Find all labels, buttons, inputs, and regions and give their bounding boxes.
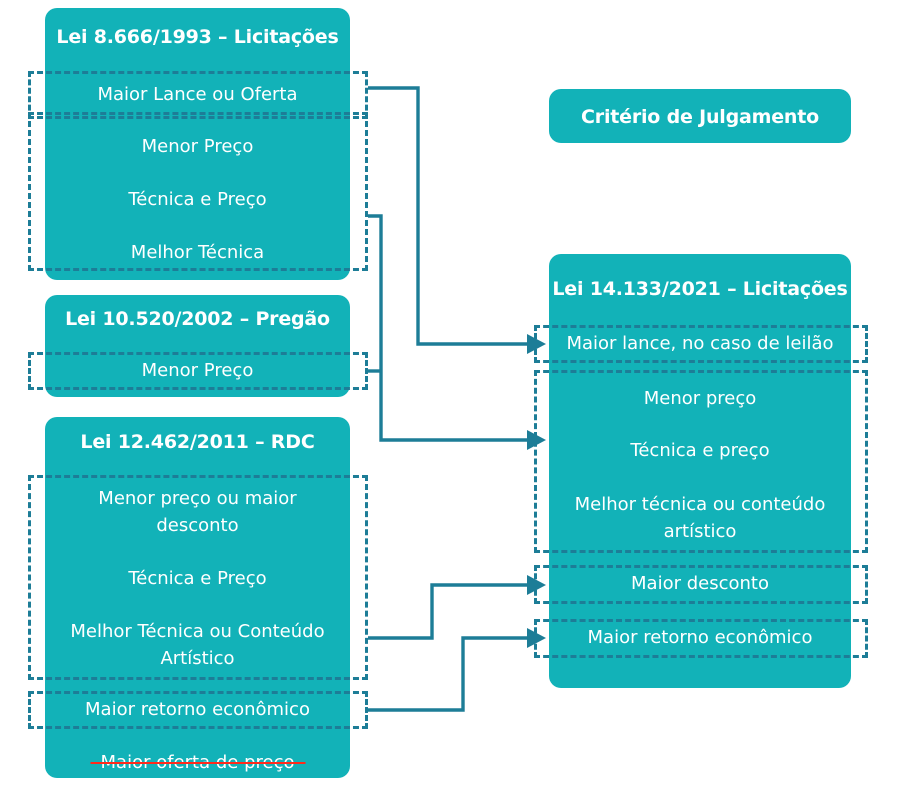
law-item-14133-4-line2: artístico [663, 521, 737, 542]
connector-retorno-economico [368, 636, 527, 712]
highlight-frame-10520-item-1 [28, 352, 368, 390]
connector-rdc-group [368, 583, 527, 640]
law-card-title-lei-10520: Lei 10.520/2002 – Pregão [65, 308, 330, 330]
connector-8666-group [368, 214, 527, 442]
highlight-frame-8666-item-1 [28, 71, 368, 119]
law-card-title-lei-12462: Lei 12.462/2011 – RDC [80, 431, 315, 453]
highlight-frame-8666-items-2-4 [28, 112, 368, 271]
law-item-rdc-3: Melhor Técnica ou Conteúdo Artístico [45, 618, 350, 672]
strikethrough-line [90, 762, 305, 764]
law-item-14133-2: Menor preço [643, 388, 757, 409]
law-item-8666-2: Menor Preço [141, 136, 254, 157]
highlight-frame-rdc-item-4 [28, 691, 368, 729]
law-item-8666-1: Maior Lance ou Oferta [97, 84, 298, 105]
law-item-14133-1: Maior lance, no caso de leilão [566, 333, 834, 354]
law-item-10520-1: Menor Preço [141, 360, 254, 381]
law-item-8666-4: Melhor Técnica [130, 242, 265, 263]
law-card-title-lei-8666: Lei 8.666/1993 – Licitações [56, 26, 339, 48]
law-item-14133-6: Maior retorno econômico [587, 627, 813, 648]
law-item-rdc-1-line1: Menor preço ou maior [98, 488, 297, 509]
highlight-frame-14133-items-2-4 [534, 370, 868, 553]
law-item-8666-3: Técnica e Preço [128, 189, 267, 210]
criterion-header-card [549, 89, 851, 143]
law-item-14133-3: Técnica e preço [630, 440, 770, 461]
law-item-14133-4: Melhor técnica ou conteúdo artístico [549, 491, 851, 545]
law-item-rdc-5: Maior oferta de preço [45, 750, 350, 776]
law-card-lei-8666 [45, 8, 350, 280]
law-item-rdc-3-line1: Melhor Técnica ou Conteúdo [70, 621, 325, 642]
law-item-14133-4-line1: Melhor técnica ou conteúdo [574, 494, 826, 515]
law-item-rdc-4: Maior retorno econômico [85, 699, 310, 720]
law-item-rdc-2: Técnica e Preço [128, 568, 267, 589]
law-card-title-lei-14133: Lei 14.133/2021 – Licitações [552, 278, 848, 300]
highlight-frame-rdc-items-1-3 [28, 475, 368, 680]
law-item-rdc-1-line2: desconto [156, 515, 239, 536]
criterion-header-label: Critério de Julgamento [581, 106, 819, 128]
connector-maior-lance [368, 86, 527, 346]
law-item-rdc-3-line2: Artístico [160, 648, 235, 669]
law-item-14133-5: Maior desconto [631, 573, 769, 594]
law-item-rdc-1: Menor preço ou maior desconto [45, 485, 350, 539]
law-card-lei-10520 [45, 295, 350, 397]
